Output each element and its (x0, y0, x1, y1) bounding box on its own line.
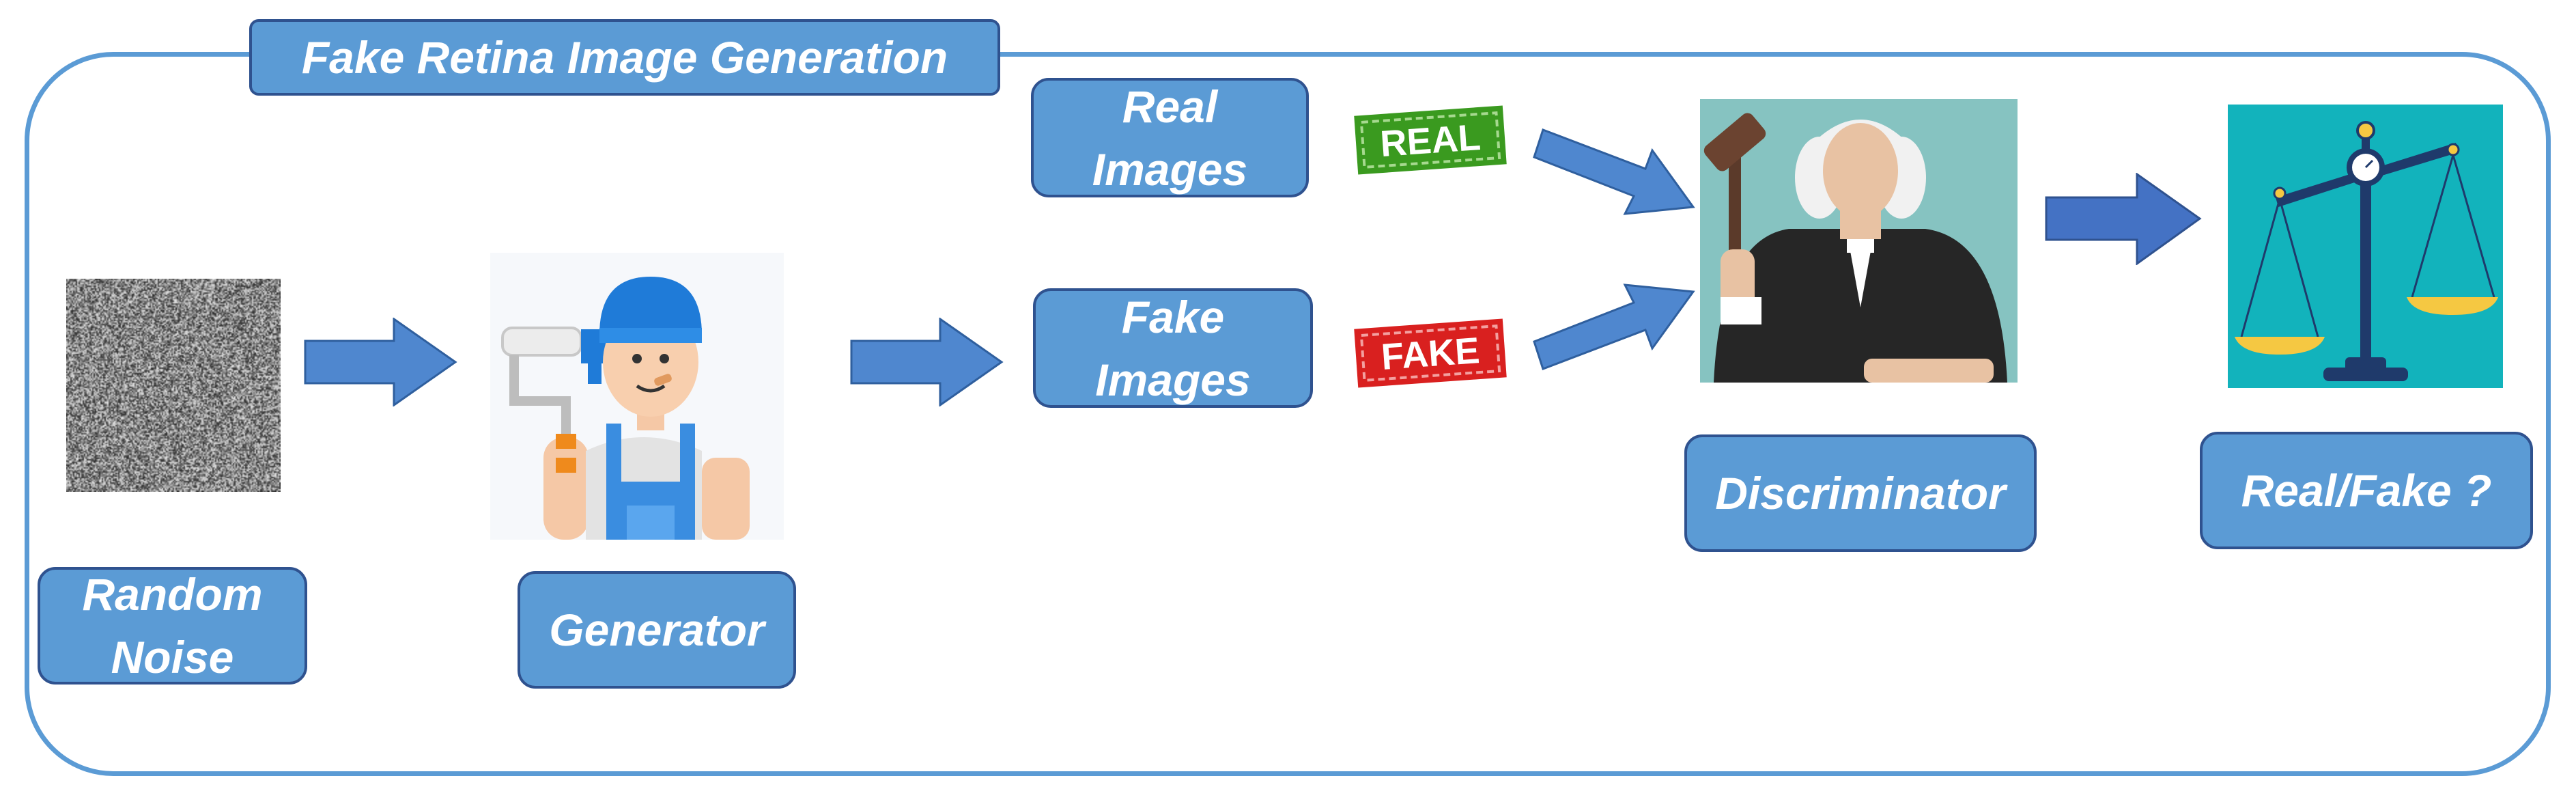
generator-label: Generator (518, 571, 796, 689)
random-noise-label: Random Noise (38, 567, 307, 685)
arrow-discriminator-to-result (2045, 173, 2202, 265)
diagram-frame (25, 52, 2551, 776)
real-stamp: REAL (1354, 105, 1507, 175)
painter-with-roller-icon (490, 253, 784, 540)
real-fake-label: Real/Fake ? (2200, 432, 2533, 549)
random-noise-image (66, 279, 281, 492)
fake-stamp-text: FAKE (1380, 330, 1481, 378)
real-stamp-text: REAL (1379, 117, 1482, 165)
arrow-noise-to-generator (304, 318, 457, 406)
arrow-generator-to-fake-images (850, 318, 1004, 406)
arrow-fake-to-discriminator (1533, 284, 1695, 370)
judge-with-gavel-icon (1700, 99, 2018, 383)
fake-stamp: FAKE (1354, 318, 1507, 388)
fake-images-label: Fake Images (1033, 288, 1313, 408)
balance-scale-icon (2228, 105, 2503, 388)
real-images-label: Real Images (1031, 78, 1309, 197)
discriminator-label: Discriminator (1684, 434, 2037, 552)
diagram-title: Fake Retina Image Generation (249, 19, 1000, 96)
arrow-real-to-discriminator (1533, 128, 1695, 215)
